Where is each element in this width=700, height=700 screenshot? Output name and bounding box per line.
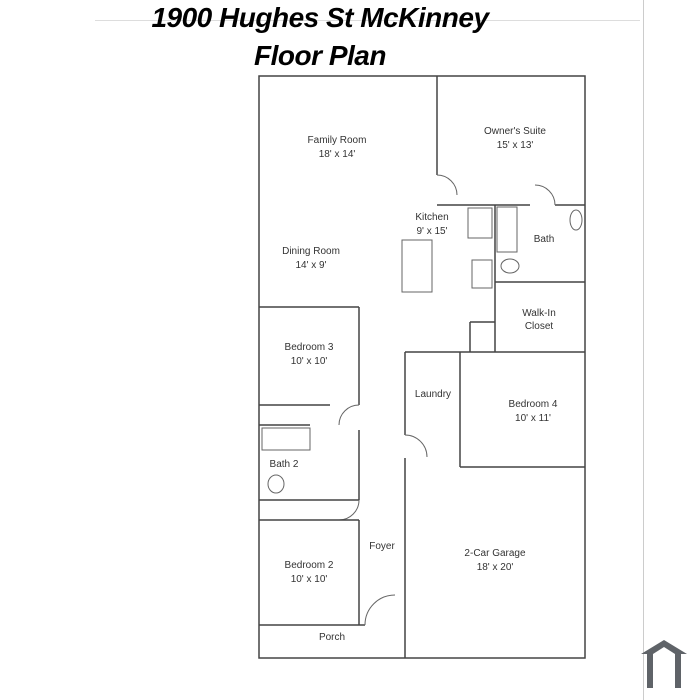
room-walk-in-closet: Walk-In (522, 308, 556, 319)
room-dining-room: Dining Room (282, 246, 340, 257)
house-icon (641, 640, 687, 688)
divider-line (95, 20, 640, 21)
svg-text:10' x 10': 10' x 10' (291, 574, 328, 585)
room-bath: Bath (534, 234, 555, 245)
room-porch: Porch (319, 632, 345, 643)
svg-text:9' x 15': 9' x 15' (416, 226, 447, 237)
svg-text:14' x 9': 14' x 9' (295, 260, 326, 271)
room-bedroom-3: Bedroom 3 (285, 342, 334, 353)
room-foyer: Foyer (369, 541, 395, 552)
room-laundry: Laundry (415, 389, 451, 400)
svg-text:Closet: Closet (525, 321, 554, 332)
walls (258, 75, 586, 659)
divider-line-vertical (643, 0, 644, 700)
svg-text:15' x 13': 15' x 13' (497, 140, 534, 151)
room-labels: Family Room 18' x 14' Owner's Suite 15' … (270, 126, 558, 643)
svg-text:18' x 20': 18' x 20' (477, 562, 514, 573)
room-bedroom-2: Bedroom 2 (285, 560, 334, 571)
title-address: 1900 Hughes St McKinney (151, 2, 489, 33)
room-bath-2: Bath 2 (270, 459, 299, 470)
room-family-room: Family Room (308, 135, 367, 146)
room-owners-suite: Owner's Suite (484, 126, 546, 137)
title-floor-plan: Floor Plan (254, 40, 386, 71)
svg-text:18' x 14': 18' x 14' (319, 149, 356, 160)
room-bedroom-4: Bedroom 4 (509, 399, 558, 410)
svg-text:10' x 11': 10' x 11' (515, 413, 551, 424)
room-garage: 2-Car Garage (464, 548, 526, 559)
svg-text:10' x 10': 10' x 10' (291, 356, 328, 367)
room-kitchen: Kitchen (415, 212, 448, 223)
